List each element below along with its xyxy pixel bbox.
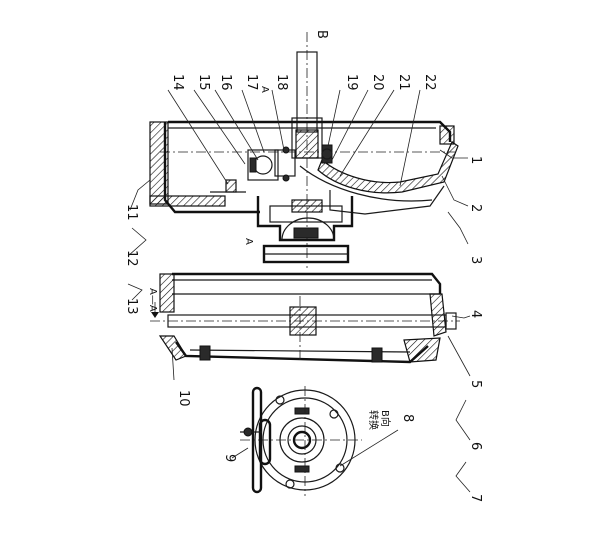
leader-19 xyxy=(327,89,341,147)
lower-plate xyxy=(329,185,445,215)
callout-18: 18 xyxy=(274,74,289,91)
callout-11: 11 xyxy=(124,204,139,221)
callout-12: 12 xyxy=(124,250,139,267)
diaphragm-seal xyxy=(317,141,459,194)
drum-left-flange-bottom xyxy=(158,335,187,361)
middle-drum-assembly xyxy=(150,272,460,364)
callout-20: 20 xyxy=(370,74,385,91)
tab-top xyxy=(294,407,310,415)
section-arrow-head xyxy=(151,312,159,318)
bolt-hole-a xyxy=(275,395,285,405)
leader-20 xyxy=(331,89,369,161)
leader-22 xyxy=(399,89,421,187)
callout-14: 14 xyxy=(170,74,185,91)
bolt-hole-d xyxy=(285,479,295,489)
callout-labels: B 14 15 16 17 18 A 19 20 21 22 A 1 2 3 4… xyxy=(124,30,483,502)
callout-3: 3 xyxy=(468,256,483,264)
section-a-upper: A xyxy=(259,86,270,93)
bearing-ball-right xyxy=(321,148,333,160)
leader-21 xyxy=(339,89,395,177)
leader-10 xyxy=(171,347,175,381)
bolt-hole-b xyxy=(329,409,339,419)
callout-5: 5 xyxy=(468,380,483,388)
tab-bottom xyxy=(294,465,310,473)
section-a-lower: A xyxy=(243,238,254,245)
callout-15: 15 xyxy=(196,74,211,91)
callout-9: 9 xyxy=(222,454,237,462)
callout-1: 1 xyxy=(468,156,483,164)
callout-13: 13 xyxy=(124,298,139,315)
hub-dome xyxy=(281,217,335,241)
strap-pin-head xyxy=(243,427,253,437)
bolt-head-a xyxy=(282,146,290,154)
callout-4: 4 xyxy=(468,310,483,318)
bearing-shim-left xyxy=(249,157,257,173)
callout-7: 7 xyxy=(468,494,483,502)
leader-18 xyxy=(271,89,285,151)
leader-17 xyxy=(241,89,265,153)
shaft-hub-hatch xyxy=(295,129,319,159)
leader-14 xyxy=(167,89,229,185)
drum-left-flange-top xyxy=(159,273,175,313)
leader-4 xyxy=(451,315,471,319)
drum-bottom-outline xyxy=(175,341,429,364)
lower-hub-outline xyxy=(256,196,354,242)
bolt-head-b xyxy=(282,174,290,182)
leader-8 xyxy=(339,429,399,467)
section-aa-label: A—A xyxy=(147,288,158,312)
leader-1 xyxy=(439,149,468,159)
leader-13 xyxy=(127,283,143,301)
housing-bottom-left xyxy=(149,195,226,207)
drum-bottom-block-a xyxy=(199,345,211,361)
drum-top-outline xyxy=(172,272,442,294)
callout-16: 16 xyxy=(218,74,233,91)
view-b-label: B向 xyxy=(379,410,392,427)
section-b-top: B xyxy=(314,30,329,39)
housing-right-lug xyxy=(439,125,455,145)
bearing-right xyxy=(321,144,333,164)
hub-hatch xyxy=(291,199,323,213)
housing-left-flange xyxy=(149,121,169,205)
callout-17: 17 xyxy=(244,74,259,91)
diaphragm-outer-line xyxy=(299,165,433,202)
leader-9 xyxy=(231,447,249,459)
callout-19: 19 xyxy=(344,74,359,91)
callout-8: 8 xyxy=(400,414,415,422)
view-b-sublabel: 转换 xyxy=(367,410,380,430)
rod-end-nut xyxy=(445,312,457,330)
leader-12 xyxy=(127,227,147,257)
leader-15 xyxy=(193,89,246,165)
leader-6 xyxy=(455,399,471,441)
callout-2: 2 xyxy=(468,204,483,212)
upper-housing-assembly xyxy=(149,32,459,268)
small-bolt xyxy=(225,179,237,193)
bolt-hole-c xyxy=(335,463,345,473)
leader-16 xyxy=(214,89,259,161)
rod-center-hub xyxy=(289,306,317,336)
bearing-ball-left xyxy=(253,155,273,175)
view-b-assembly xyxy=(240,386,362,496)
leader-5 xyxy=(447,335,471,377)
callout-21: 21 xyxy=(396,74,411,91)
callout-22: 22 xyxy=(422,74,437,91)
leader-7 xyxy=(455,461,471,493)
strap-loop xyxy=(258,418,272,466)
hub-core xyxy=(293,227,319,239)
leader-2 xyxy=(441,175,469,207)
drum-bottom-block-b xyxy=(371,347,383,363)
callout-10: 10 xyxy=(176,390,191,407)
leader-11 xyxy=(129,179,151,211)
callout-6: 6 xyxy=(468,442,483,450)
leader-lines xyxy=(127,89,471,493)
leader-3 xyxy=(447,211,469,245)
